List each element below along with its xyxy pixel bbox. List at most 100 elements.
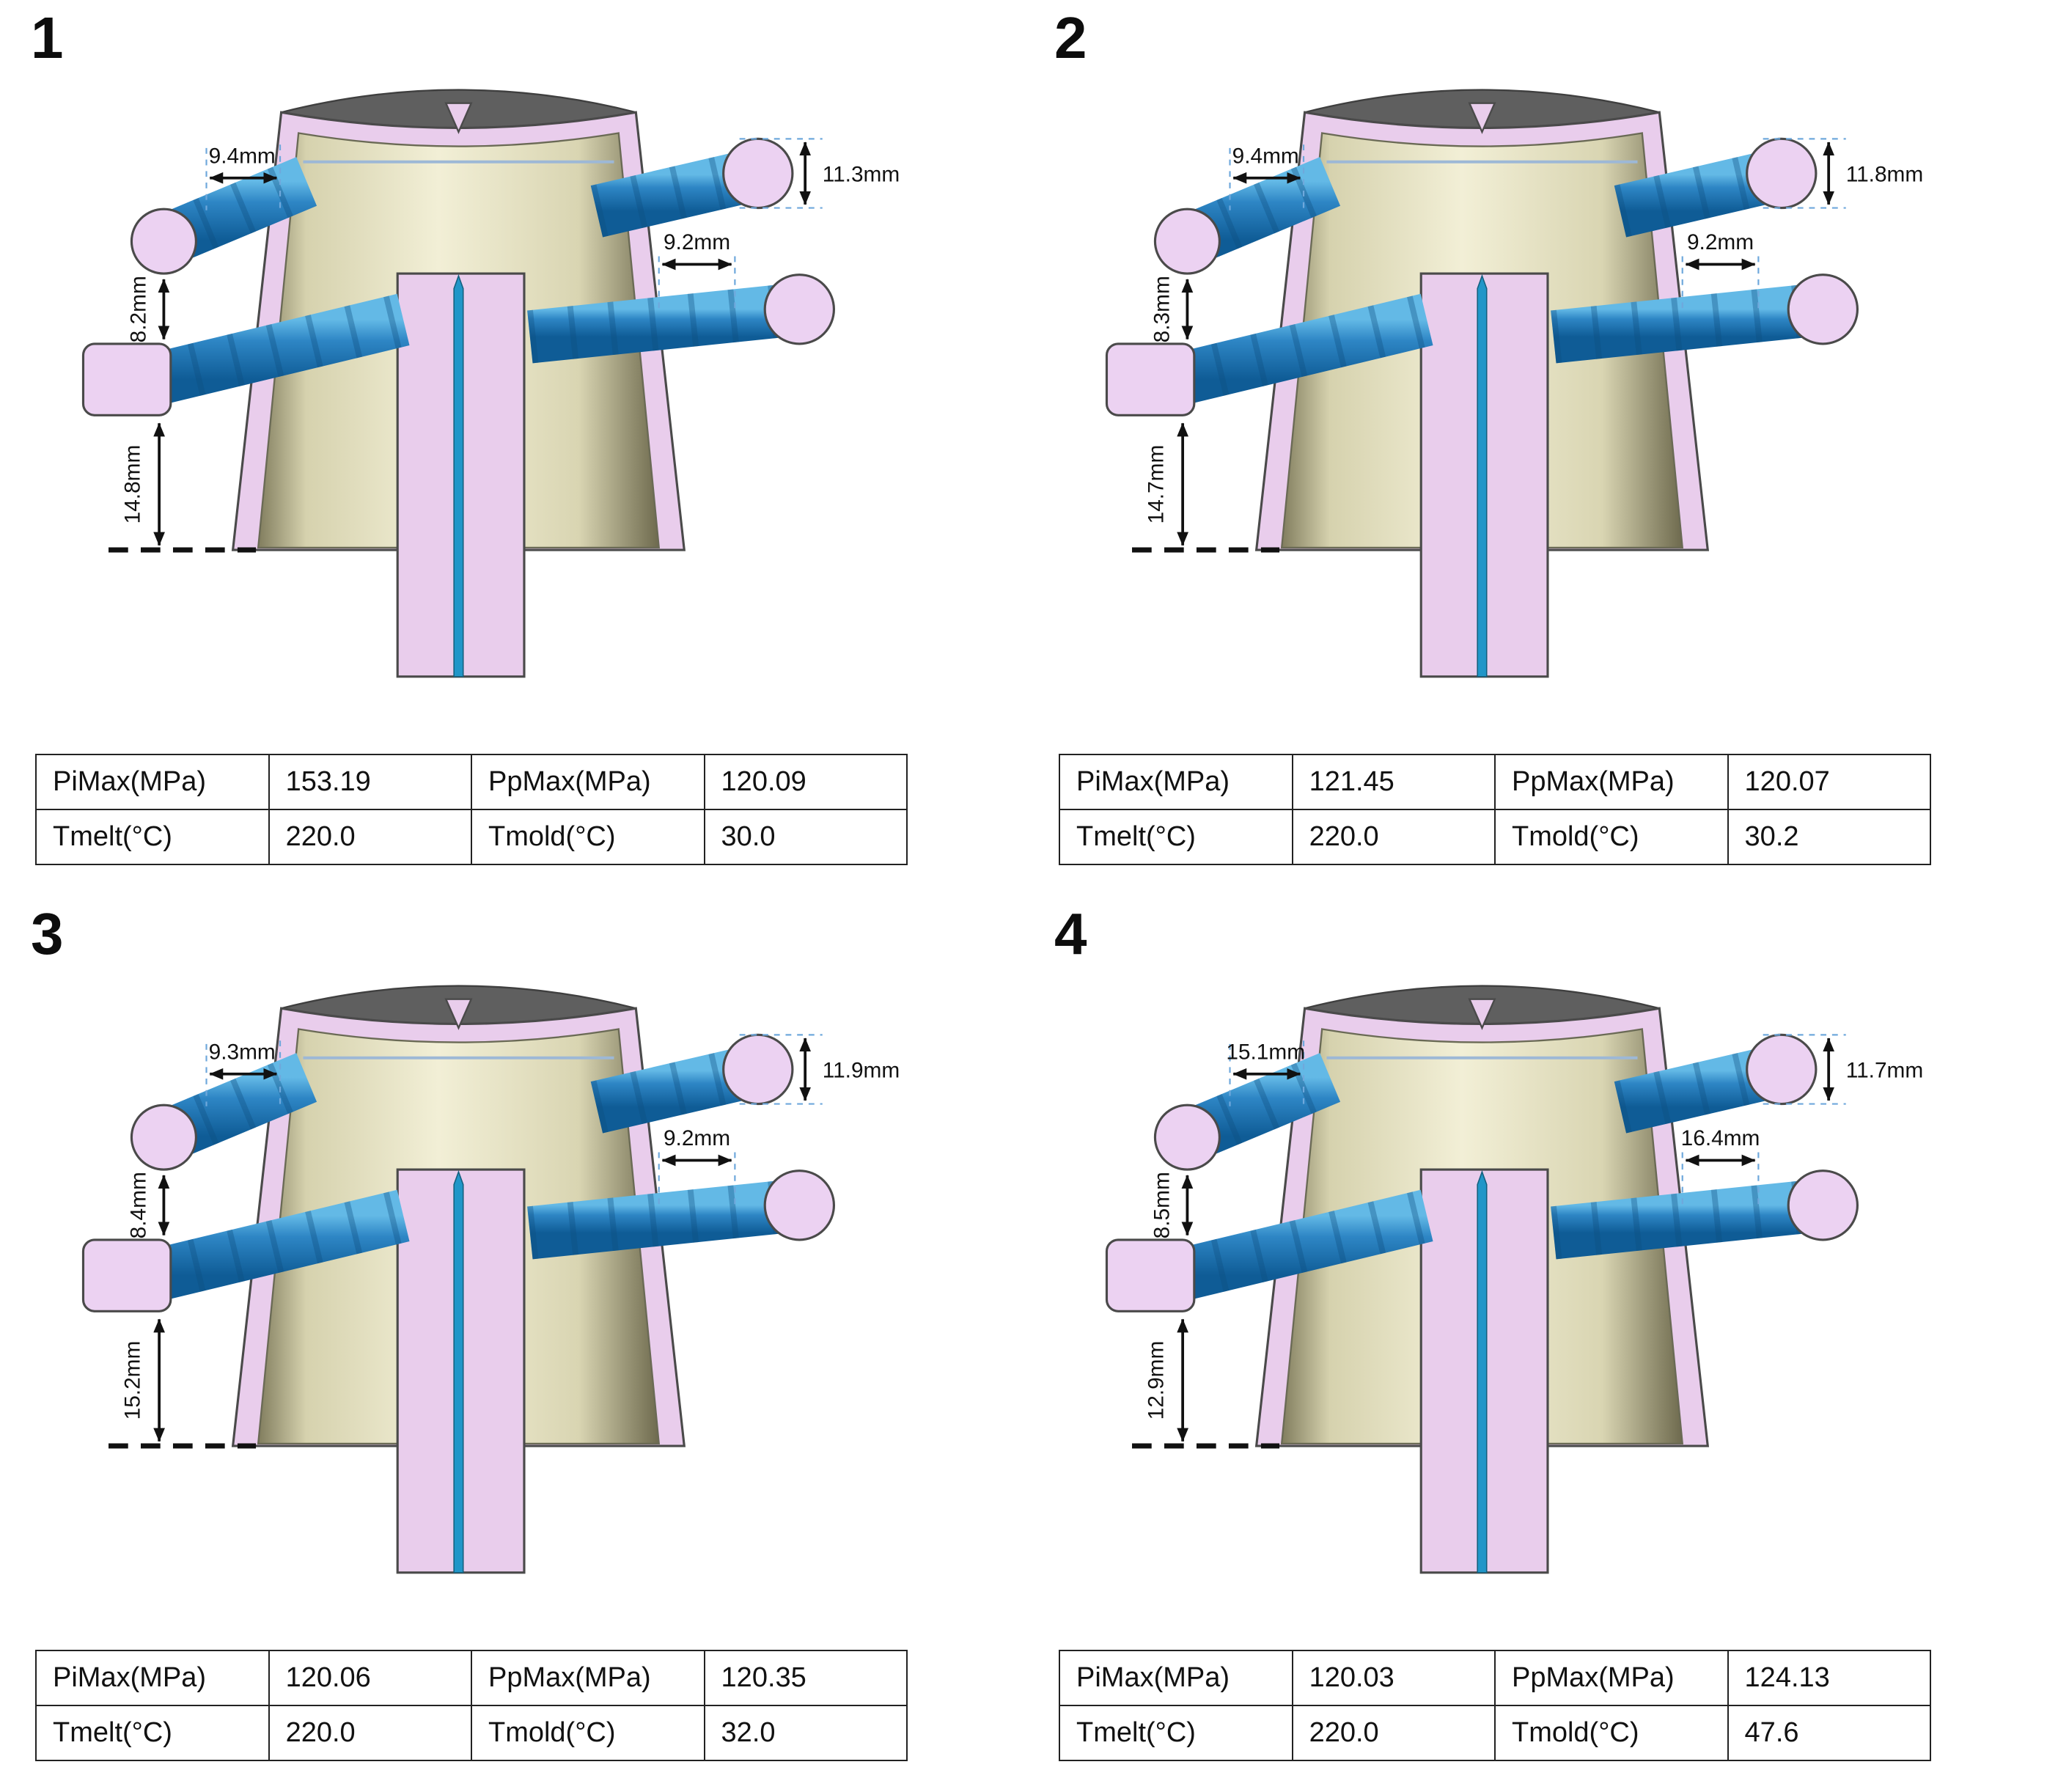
results-table: PiMax(MPa) 120.03 PpMax(MPa) 124.13 Tmel…: [1059, 1650, 1932, 1761]
ppmax-label: PpMax(MPa): [1493, 1650, 1729, 1706]
pimax-label: PiMax(MPa): [1059, 1650, 1293, 1706]
pimax-label: PiMax(MPa): [35, 1650, 270, 1706]
table-row: Tmelt(°C) 220.0 Tmold(°C) 30.2: [1059, 809, 1932, 865]
mold-cross-section-diagram: 9.4mm 11.3mm 9.2mm 8.2mm: [81, 89, 900, 678]
dimension-label-top-left: 9.3mm: [209, 1040, 276, 1064]
dimension-right: 16.4mm: [1681, 1126, 1760, 1205]
tmold-value: 47.6: [1727, 1705, 1932, 1761]
sprue-channel: [453, 1169, 464, 1573]
dimension-label-left-lower: 14.7mm: [1144, 445, 1168, 524]
panel-number: 1: [31, 5, 64, 70]
dimension-label-right: 9.2mm: [664, 230, 730, 254]
tmelt-value: 220.0: [268, 1705, 472, 1761]
dimension-label-right: 9.2mm: [664, 1126, 730, 1150]
cooling-channel-lower-left: [81, 293, 410, 416]
gate-nub: [444, 998, 473, 1030]
channel-end-cap: [1746, 1033, 1818, 1106]
mold-cross-section-diagram: 9.3mm 11.9mm 9.2mm 8.4mm: [81, 985, 900, 1574]
dimension-top-right: 11.8mm: [1763, 138, 1924, 209]
channel-end-cap: [722, 1033, 794, 1106]
dimension-left-lower: 12.9mm: [1132, 1318, 1280, 1449]
cooling-tube-bands: [590, 1044, 762, 1134]
channel-end-cap: [763, 273, 836, 345]
gate-nub: [1468, 998, 1496, 1030]
dimension-left-lower: 14.8mm: [109, 422, 257, 553]
cooling-channel-upper-right: [590, 1033, 794, 1134]
dimension-label-right: 9.2mm: [1687, 230, 1754, 254]
dimension-label-top-right: 11.9mm: [823, 1058, 900, 1082]
channel-end-cap: [1787, 273, 1859, 345]
cooling-channel-lower-right: [1551, 1169, 1859, 1260]
ppmax-value: 124.13: [1727, 1650, 1932, 1706]
simulation-panel: 3: [0, 896, 1023, 1792]
results-table: PiMax(MPa) 121.45 PpMax(MPa) 120.07 Tmel…: [1059, 754, 1932, 865]
pimax-label: PiMax(MPa): [1059, 754, 1293, 810]
dimension-top-right: 11.9mm: [739, 1034, 900, 1105]
dimension-left-upper: 8.3mm: [1150, 276, 1194, 342]
dimension-label-top-left: 9.4mm: [1232, 144, 1299, 168]
tmelt-label: Tmelt(°C): [35, 1705, 270, 1761]
ppmax-label: PpMax(MPa): [470, 754, 705, 810]
table-row: Tmelt(°C) 220.0 Tmold(°C) 30.0: [35, 809, 908, 865]
pimax-label: PiMax(MPa): [35, 754, 270, 810]
table-row: Tmelt(°C) 220.0 Tmold(°C) 47.6: [1059, 1705, 1932, 1761]
cooling-tube: [148, 1189, 410, 1301]
dimension-left-upper: 8.2mm: [126, 276, 170, 342]
channel-end-cap: [1153, 1104, 1221, 1171]
dimension-label-right: 16.4mm: [1681, 1126, 1760, 1150]
sprue-channel: [1477, 1169, 1488, 1573]
mold-cross-section-diagram: 15.1mm 11.7mm 16.4mm 8.5mm: [1105, 985, 1924, 1574]
tmold-label: Tmold(°C): [470, 1705, 705, 1761]
cooling-tube: [527, 282, 800, 364]
cooling-tube-bands: [1172, 293, 1433, 405]
cooling-channel-lower-left: [1105, 293, 1433, 416]
table-row: PiMax(MPa) 121.45 PpMax(MPa) 120.07: [1059, 754, 1932, 810]
dimension-label-top-right: 11.7mm: [1846, 1058, 1924, 1082]
dimension-label-left-upper: 8.5mm: [1150, 1172, 1174, 1238]
dimension-label-left-upper: 8.3mm: [1150, 276, 1174, 342]
cooling-channel-upper-right: [1614, 1033, 1818, 1134]
tmold-label: Tmold(°C): [470, 809, 705, 865]
channel-inlet-block: [81, 342, 172, 416]
dimension-label-top-right: 11.8mm: [1846, 162, 1924, 186]
panel-number: 3: [31, 901, 64, 966]
cooling-channel-upper-left: [1153, 1053, 1341, 1171]
cooling-tube: [1172, 1189, 1433, 1301]
mold-cross-section-diagram: 9.4mm 11.8mm 9.2mm 8.3mm: [1105, 89, 1924, 678]
dimension-left-lower: 14.7mm: [1132, 422, 1280, 553]
dimension-left-lower: 15.2mm: [109, 1318, 257, 1449]
panel-number: 4: [1054, 901, 1087, 966]
simulation-panel: 1: [0, 0, 1023, 896]
dimension-top-left: 9.4mm: [205, 144, 282, 210]
tmold-value: 30.0: [703, 809, 908, 865]
ppmax-label: PpMax(MPa): [470, 1650, 705, 1706]
cooling-tube-bands: [1551, 282, 1823, 364]
cooling-tube-bands: [1172, 1189, 1433, 1301]
table-row: PiMax(MPa) 153.19 PpMax(MPa) 120.09: [35, 754, 908, 810]
tmelt-value: 220.0: [268, 809, 472, 865]
channel-inlet-block: [81, 1238, 172, 1312]
tmold-value: 32.0: [703, 1705, 908, 1761]
dimension-label-left-lower: 12.9mm: [1144, 1341, 1168, 1420]
cooling-tube-bands: [1614, 148, 1785, 238]
dimension-label-top-left: 9.4mm: [209, 144, 276, 168]
simulation-panel: 4: [1023, 896, 2047, 1792]
cooling-channel-upper-right: [1614, 137, 1818, 238]
tmelt-value: 220.0: [1291, 1705, 1496, 1761]
cooling-channel-lower-right: [1551, 273, 1859, 364]
channel-end-cap: [1746, 137, 1818, 210]
cooling-tube-bands: [1551, 1178, 1823, 1260]
tmold-label: Tmold(°C): [1493, 809, 1729, 865]
cooling-tube: [1172, 293, 1433, 405]
dimension-label-top-right: 11.3mm: [823, 162, 900, 186]
tmold-label: Tmold(°C): [1493, 1705, 1729, 1761]
cooling-tube-bands: [527, 282, 800, 364]
results-table: PiMax(MPa) 120.06 PpMax(MPa) 120.35 Tmel…: [35, 1650, 908, 1761]
ppmax-value: 120.35: [703, 1650, 908, 1706]
channel-end-cap: [763, 1169, 836, 1241]
ppmax-value: 120.09: [703, 754, 908, 810]
dimension-left-upper: 8.4mm: [126, 1172, 170, 1238]
tmelt-value: 220.0: [1291, 809, 1496, 865]
dimension-label-left-upper: 8.2mm: [126, 276, 150, 342]
dimension-top-right: 11.7mm: [1763, 1034, 1924, 1105]
